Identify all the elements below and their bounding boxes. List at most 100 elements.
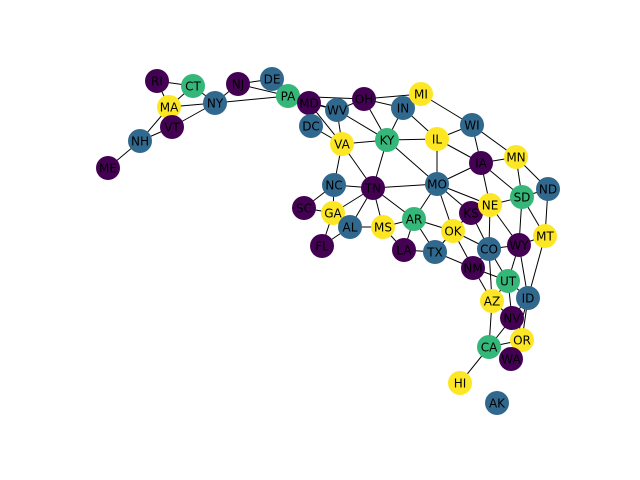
node-ma: MA: [157, 95, 181, 119]
node-ct: CT: [181, 74, 205, 98]
node-circle: [145, 69, 169, 93]
node-circle: [516, 286, 540, 310]
edge-ny-pa: [214, 95, 289, 104]
node-label: IA: [475, 157, 488, 171]
node-wy: WY: [507, 233, 531, 257]
node-label: MI: [414, 88, 428, 102]
node-dc: DC: [299, 114, 323, 138]
node-label: OR: [513, 334, 531, 348]
node-circle: [226, 72, 250, 96]
node-label: GA: [324, 207, 342, 221]
node-label: NM: [463, 262, 482, 276]
node-mi: MI: [409, 82, 433, 106]
node-circle: [485, 391, 509, 415]
node-fl: FL: [310, 234, 334, 258]
node-label: CT: [185, 80, 201, 94]
node-circle: [299, 114, 323, 138]
node-circle: [425, 127, 449, 151]
node-il: IL: [425, 127, 449, 151]
node-oh: OH: [352, 87, 376, 111]
node-label: IL: [432, 133, 443, 147]
node-ak: AK: [485, 391, 509, 415]
node-de: DE: [260, 67, 284, 91]
node-nc: NC: [322, 173, 346, 197]
node-circle: [330, 132, 354, 156]
node-circle: [423, 240, 447, 264]
node-label: AK: [489, 397, 506, 411]
node-circle: [469, 151, 493, 175]
node-circle: [322, 173, 346, 197]
node-circle: [310, 234, 334, 258]
node-circle: [160, 115, 184, 139]
node-ks: KS: [459, 201, 483, 225]
node-label: SC: [296, 202, 312, 216]
node-label: MS: [374, 221, 392, 235]
node-la: LA: [392, 238, 416, 262]
node-circle: [260, 67, 284, 91]
node-az: AZ: [480, 289, 504, 313]
node-circle: [352, 87, 376, 111]
node-label: NH: [131, 135, 149, 149]
node-ut: UT: [496, 269, 520, 293]
node-label: WV: [327, 104, 348, 118]
node-md: MD: [297, 91, 321, 115]
node-label: AZ: [484, 295, 500, 309]
node-circle: [321, 201, 345, 225]
node-circle: [477, 237, 501, 261]
node-label: ND: [539, 183, 557, 197]
node-circle: [391, 96, 415, 120]
node-label: IN: [397, 102, 410, 116]
node-label: ID: [522, 292, 535, 306]
node-circle: [297, 91, 321, 115]
node-ky: KY: [375, 128, 399, 152]
node-circle: [128, 129, 152, 153]
node-label: UT: [500, 275, 517, 289]
node-co: CO: [477, 237, 501, 261]
node-label: WY: [509, 239, 529, 253]
node-circle: [461, 256, 485, 280]
node-circle: [441, 219, 465, 243]
node-circle: [478, 193, 502, 217]
node-label: AL: [343, 221, 358, 235]
node-nm: NM: [461, 256, 485, 280]
node-circle: [504, 145, 528, 169]
node-label: NC: [325, 179, 342, 193]
node-wi: WI: [460, 113, 484, 137]
node-label: MO: [427, 178, 447, 192]
node-label: MN: [506, 151, 525, 165]
node-mt: MT: [533, 224, 557, 248]
node-nd: ND: [536, 177, 560, 201]
node-circle: [371, 215, 395, 239]
node-label: LA: [396, 244, 412, 258]
node-label: NE: [482, 199, 499, 213]
node-wa: WA: [499, 347, 523, 371]
node-ia: IA: [469, 151, 493, 175]
node-label: NJ: [232, 78, 245, 92]
node-circle: [425, 172, 449, 196]
node-circle: [276, 84, 300, 108]
node-circle: [500, 306, 524, 330]
node-circle: [477, 335, 501, 359]
node-circle: [402, 207, 426, 231]
node-label: OH: [355, 93, 373, 107]
node-circle: [510, 328, 534, 352]
node-circle: [325, 98, 349, 122]
node-label: VA: [334, 138, 350, 152]
node-circle: [203, 91, 227, 115]
node-mn: MN: [504, 145, 528, 169]
node-or: OR: [510, 328, 534, 352]
node-nv: NV: [500, 306, 524, 330]
node-ms: MS: [371, 215, 395, 239]
node-label: NV: [503, 312, 521, 326]
node-circle: [96, 156, 120, 180]
node-label: TN: [364, 182, 381, 196]
node-label: NY: [207, 97, 224, 111]
node-label: FL: [315, 240, 329, 254]
node-va: VA: [330, 132, 354, 156]
node-circle: [375, 128, 399, 152]
node-label: MD: [299, 97, 319, 111]
node-circle: [496, 269, 520, 293]
node-mo: MO: [425, 172, 449, 196]
